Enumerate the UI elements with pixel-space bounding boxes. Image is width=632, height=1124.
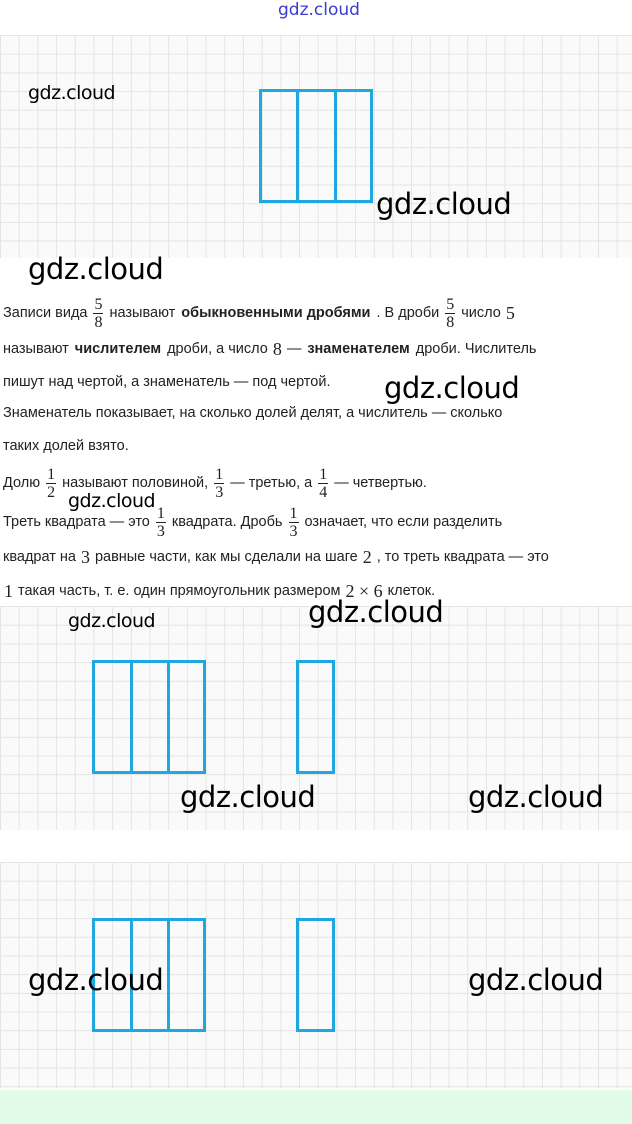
grid-panel-3: [0, 862, 632, 1088]
text-segment: такая часть, т. е. один прямоугольник ра…: [18, 583, 341, 599]
bold-term: знаменателем: [307, 341, 410, 357]
numerator: 5: [93, 295, 104, 314]
math-number: 3: [80, 546, 90, 567]
numerator: 1: [214, 465, 225, 484]
text-segment: число: [461, 305, 501, 321]
text-segment: Долю: [3, 475, 41, 491]
text-line: таких долей взято.: [1, 433, 131, 459]
math-number: 1: [4, 580, 13, 601]
watermark: gdz.cloud: [468, 780, 604, 814]
denominator: 4: [319, 483, 328, 501]
numerator: 1: [155, 504, 166, 523]
numerator: 1: [318, 465, 329, 484]
watermark: gdz.cloud: [28, 82, 116, 104]
watermark: gdz.cloud: [68, 490, 156, 512]
text-segment: — третью, а: [230, 475, 313, 491]
one-third-rectangle: [296, 660, 335, 774]
text-segment: называют: [109, 305, 176, 321]
text-segment: дроби, а число: [167, 341, 268, 357]
text-segment: клеток.: [387, 583, 436, 599]
text-line: Знаменатель показывает, на сколько долей…: [1, 400, 504, 426]
text-segment: Треть квадрата — это: [3, 514, 150, 530]
text-segment: Записи вида: [3, 305, 88, 321]
watermark: gdz.cloud: [28, 963, 164, 997]
square-divided-in-thirds: [92, 660, 206, 774]
denominator: 3: [289, 522, 298, 540]
math-number: 8: [272, 338, 282, 359]
text-line: 1 такая часть, т. е. один прямоугольник р…: [1, 578, 437, 604]
text-segment: называют половиной,: [62, 475, 209, 491]
watermark: gdz.cloud: [68, 610, 156, 632]
text-segment: равные части, как мы сделали на шаге: [94, 549, 358, 565]
denominator: 2: [47, 483, 56, 501]
math-number: 2: [362, 546, 372, 567]
text-segment: . В дроби: [376, 305, 440, 321]
text-segment: называют: [3, 341, 69, 357]
text-line: пишут над чертой, а знаменатель — под че…: [1, 369, 332, 395]
watermark: gdz.cloud: [376, 187, 512, 221]
bold-term: обыкновенными дробями: [181, 305, 371, 321]
denominator: 8: [446, 313, 455, 331]
watermark: gdz.cloud: [384, 371, 520, 405]
text-segment: Знаменатель показывает, на сколько долей…: [3, 405, 503, 421]
watermark: gdz.cloud: [468, 963, 604, 997]
math-number: 2 × 6: [345, 580, 383, 601]
watermark: gdz.cloud: [28, 252, 164, 286]
bold-term: числителем: [74, 341, 162, 357]
denominator: 3: [156, 522, 165, 540]
math-number: 5: [505, 302, 515, 323]
text-segment: квадрат на: [3, 549, 76, 565]
text-segment: пишут над чертой, а знаменатель — под че…: [3, 374, 331, 390]
one-third-rectangle: [296, 918, 335, 1032]
text-segment: дроби. Числитель: [415, 341, 537, 357]
grid-panel-1: [0, 35, 632, 258]
top-watermark: gdz.cloud: [278, 0, 360, 20]
square-divided-in-thirds: [259, 89, 373, 203]
denominator: 3: [215, 483, 224, 501]
text-segment: квадрата. Дробь: [171, 514, 283, 530]
numerator: 1: [288, 504, 299, 523]
text-segment: —: [286, 341, 302, 357]
grid-panel-2: [0, 606, 632, 830]
text-segment: — четвертью.: [334, 475, 427, 491]
numerator: 5: [445, 295, 456, 314]
footer-bar: [0, 1090, 632, 1124]
watermark: gdz.cloud: [308, 595, 444, 629]
square-divided-in-thirds: [92, 918, 206, 1032]
text-segment: , то треть квадрата — это: [376, 549, 549, 565]
numerator: 1: [46, 465, 57, 484]
watermark: gdz.cloud: [180, 780, 316, 814]
text-segment: означает, что если разделить: [304, 514, 503, 530]
text-segment: таких долей взято.: [3, 438, 129, 454]
denominator: 8: [94, 313, 103, 331]
